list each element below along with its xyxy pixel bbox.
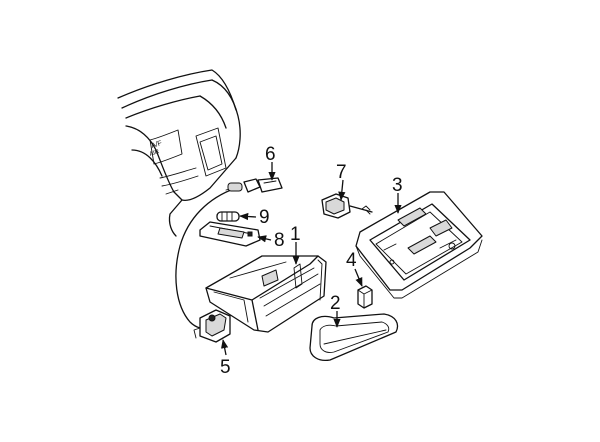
- part-9-bumper: [216, 211, 240, 222]
- part-4-bumper: [357, 285, 373, 309]
- part-3-door: [355, 191, 483, 299]
- callout-4: 4: [346, 250, 357, 271]
- dashboard-label-line2: AIR: [149, 149, 161, 158]
- callout-6: 6: [265, 144, 276, 165]
- callout-arrows: [221, 162, 402, 356]
- dashboard-outline: [117, 69, 241, 237]
- part-2-handle: [309, 313, 399, 362]
- callout-5: 5: [220, 357, 231, 378]
- callout-3: 3: [392, 175, 403, 196]
- callout-2: 2: [330, 293, 341, 314]
- callout-8: 8: [274, 230, 285, 251]
- dashboard-label-line1: A/F: [150, 140, 163, 150]
- callout-1: 1: [290, 224, 301, 245]
- part-6-latch: [227, 177, 283, 193]
- callout-9: 9: [259, 207, 270, 228]
- part-7-lock-cylinder: [321, 193, 373, 219]
- part-1-glovebox-bin: [205, 255, 327, 333]
- part-8-bracket: [199, 221, 261, 247]
- callout-7: 7: [336, 162, 347, 183]
- release-cable: [175, 187, 237, 330]
- part-5-lock-assembly: [193, 309, 231, 343]
